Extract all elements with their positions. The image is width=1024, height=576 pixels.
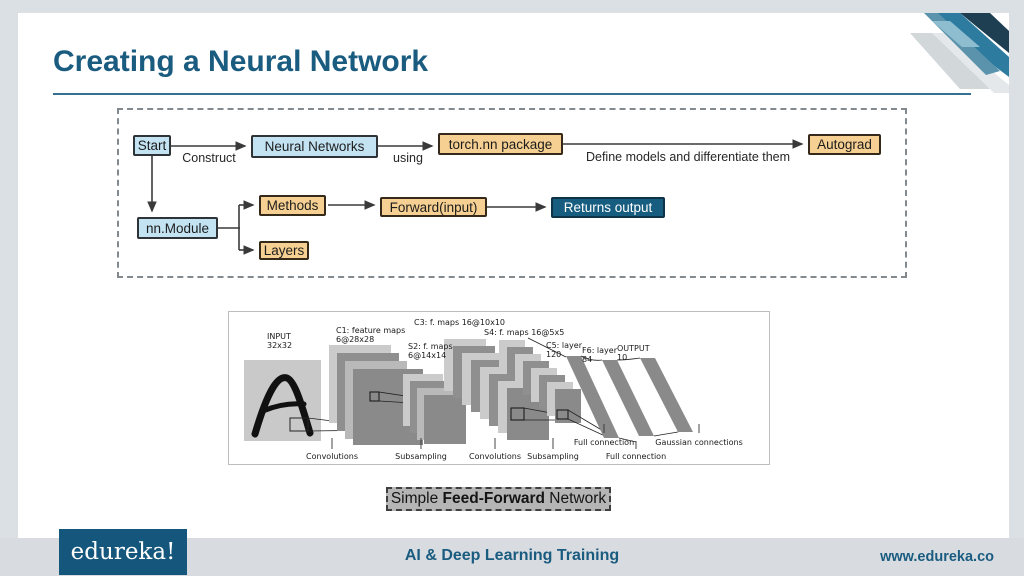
page-title: Creating a Neural Network (53, 45, 429, 78)
lenet-fc-bands (527, 337, 693, 443)
label-gaussian-connections: Gaussian connections (655, 438, 743, 447)
label-input-2: 32x32 (267, 341, 292, 350)
node-neural-networks: Neural Networks (251, 135, 378, 158)
corner-decoration-icon (910, 13, 1009, 93)
lenet-s2-stack (403, 374, 466, 444)
label-c5-1: C5: layer (546, 341, 583, 350)
lenet-ticks (331, 424, 700, 449)
label-full-connection-2: Full connection (606, 452, 666, 461)
lenet-s4-stack (499, 340, 606, 437)
caption-part-1: Simple (390, 490, 443, 507)
node-layers: Layers (259, 241, 309, 260)
decor-sky-band (932, 21, 980, 47)
node-returns-output: Returns output (551, 197, 665, 218)
label-c1-2: 6@28x28 (336, 335, 374, 344)
label-f6-2: 84 (582, 355, 592, 364)
edge-label-using: using (393, 151, 423, 165)
receptive-field-window (289, 417, 309, 432)
footer-website: www.edureka.co (880, 549, 994, 565)
pytorch-flowchart: Start Neural Networks torch.nn package A… (117, 108, 907, 278)
node-autograd: Autograd (808, 134, 881, 155)
caption-part-2: Feed-Forward (442, 490, 545, 507)
node-torchnn-package: torch.nn package (438, 133, 563, 155)
footer-course-title: AI & Deep Learning Training (404, 547, 620, 564)
node-start: Start (133, 135, 171, 156)
label-c5-2: 120 (546, 350, 561, 359)
lenet-input-layer (244, 360, 390, 441)
slide-card: Creating a Neural Network Start (18, 13, 1009, 538)
label-f6-1: F6: layer (582, 346, 618, 355)
label-s2-2: 6@14x14 (408, 351, 446, 360)
node-methods: Methods (259, 195, 326, 216)
node-forward-input: Forward(input) (380, 197, 487, 217)
decor-navy-band (960, 13, 1009, 53)
label-s4: S4: f. maps 16@5x5 (484, 328, 564, 337)
footer: edureka! AI & Deep Learning Training www… (0, 529, 1024, 576)
label-convolutions-1: Convolutions (306, 452, 358, 461)
flowchart-connectors (147, 139, 804, 255)
label-output-2: 10 (617, 353, 627, 362)
title-divider (53, 93, 971, 95)
decor-gray-band (910, 33, 994, 89)
node-nn-module: nn.Module (137, 217, 218, 239)
caption-part-3: Network (545, 490, 607, 507)
decor-pale-band (932, 33, 1009, 93)
label-s2-1: S2: f. maps (408, 342, 453, 351)
label-subsampling-2: Subsampling (527, 452, 579, 461)
figure-caption: Simple Feed-Forward Network (386, 487, 611, 511)
label-full-connection-1: Full connection (574, 438, 634, 447)
label-c3: C3: f. maps 16@10x10 (414, 318, 505, 327)
label-subsampling-1: Subsampling (395, 452, 447, 461)
label-convolutions-2: Convolutions (469, 452, 521, 461)
edge-label-define: Define models and differentiate them (585, 150, 791, 164)
lenet-figure: INPUT 32x32 C1: feature maps 6@28x28 S2:… (228, 311, 770, 465)
edge-label-construct: Construct (182, 151, 236, 165)
label-c1-1: C1: feature maps (336, 326, 405, 335)
label-output-1: OUTPUT (617, 344, 650, 353)
edureka-logo: edureka! (59, 529, 187, 575)
label-input-1: INPUT (267, 332, 291, 341)
